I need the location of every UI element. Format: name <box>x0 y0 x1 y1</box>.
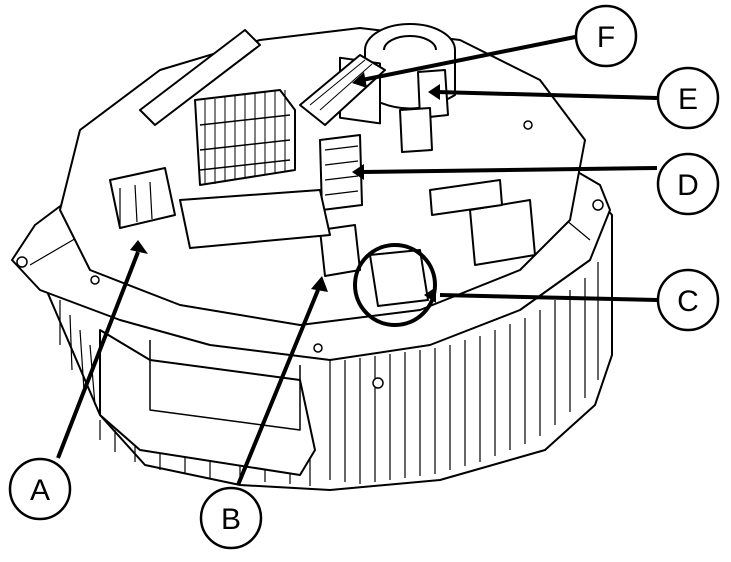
device-drawing <box>11 23 613 491</box>
leader-a <box>56 251 140 459</box>
label-f-text: F <box>597 21 615 54</box>
callout-labels: A B C D E F <box>8 4 720 550</box>
label-b: B <box>199 486 263 550</box>
label-c: C <box>656 268 720 332</box>
front-cavity <box>99 329 316 476</box>
callout-lines <box>56 33 658 486</box>
left-connector <box>109 167 176 229</box>
leader-f <box>361 33 586 82</box>
highlight-circle-c <box>353 243 437 327</box>
heatsink-fins <box>59 262 599 486</box>
terminal-blocks <box>194 89 296 186</box>
leader-c <box>439 293 658 302</box>
label-a-text: A <box>30 474 50 507</box>
leader-d <box>361 166 658 174</box>
label-f: F <box>574 4 638 68</box>
label-e: E <box>656 66 720 130</box>
leader-e <box>436 90 658 100</box>
leader-b <box>236 289 320 486</box>
arrowhead-c <box>424 287 436 303</box>
screw-holes <box>16 120 604 389</box>
connector-b <box>319 224 361 277</box>
label-c-text: C <box>677 285 699 318</box>
label-d-text: D <box>677 169 699 202</box>
label-d: D <box>656 152 720 216</box>
label-e-text: E <box>678 83 698 116</box>
arrowhead-d <box>352 164 364 180</box>
label-b-text: B <box>221 503 241 536</box>
connector-c <box>369 249 429 307</box>
label-a: A <box>8 457 72 521</box>
arrowhead-a <box>130 240 148 254</box>
arrowhead-b <box>311 276 328 292</box>
arrowhead-f <box>352 72 367 88</box>
arrowhead-e <box>428 84 440 100</box>
